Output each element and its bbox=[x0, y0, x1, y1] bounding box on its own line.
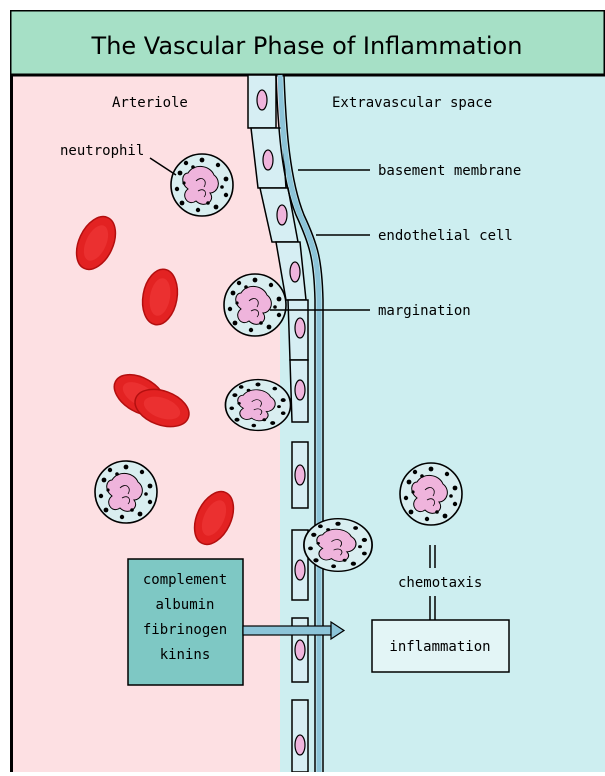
diagram: The Vascular Phase of Inflammation bbox=[10, 10, 605, 772]
arteriole-label: Arteriole bbox=[112, 95, 188, 111]
inflammation-label: inflammation bbox=[389, 639, 490, 655]
diagram-title: The Vascular Phase of Inflammation bbox=[91, 32, 523, 60]
basement-membrane-label: basement membrane bbox=[378, 163, 521, 179]
margination-label: margination bbox=[378, 303, 471, 319]
plasma-protein-1: complement bbox=[143, 572, 227, 588]
endothelial-cell-label: endothelial cell bbox=[378, 228, 513, 244]
plasma-protein-3: fibrinogen bbox=[143, 622, 227, 638]
plasma-protein-2: albumin bbox=[155, 597, 214, 613]
neutrophil-label: neutrophil bbox=[60, 143, 144, 159]
chemotaxis-label: chemotaxis bbox=[398, 575, 482, 591]
extravascular-label: Extravascular space bbox=[332, 95, 492, 111]
plasma-protein-4: kinins bbox=[160, 647, 211, 663]
